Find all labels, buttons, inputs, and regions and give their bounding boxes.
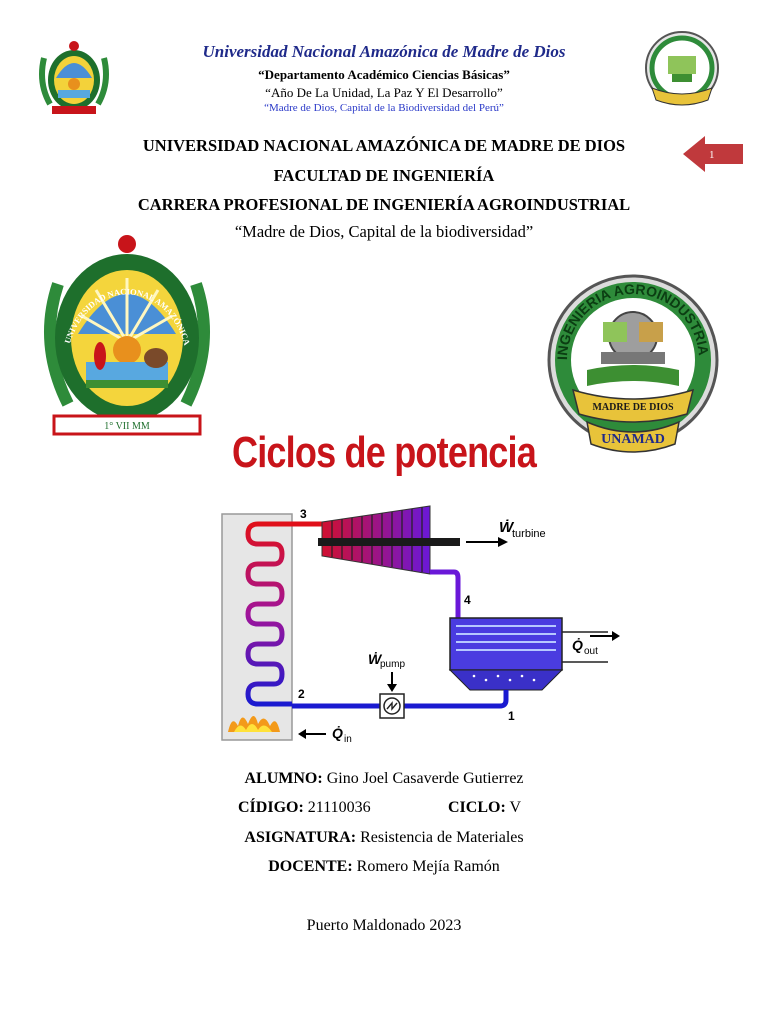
subject-label: ASIGNATURA:: [244, 829, 357, 846]
teacher-value: Romero Mejía Ramón: [356, 858, 500, 875]
student-label: ALUMNO:: [244, 770, 323, 787]
university-logo-small: [39, 41, 109, 114]
svg-text:Ẇ: Ẇ: [368, 651, 383, 667]
state-4-label: 4: [464, 593, 471, 607]
header-year-motto: “Año De La Unidad, La Paz Y El Desarroll…: [265, 85, 503, 100]
title-motto: “Madre de Dios, Capital de la biodiversi…: [234, 222, 534, 241]
q-in-label: in: [344, 734, 352, 745]
student-name: Gino Joel Casaverde Gutierrez: [326, 770, 524, 787]
state-1-label: 1: [508, 709, 515, 723]
main-title: Ciclos de potencia: [231, 428, 537, 477]
work-out-arrow-icon: [498, 537, 508, 547]
title-career: CARRERA PROFESIONAL DE INGENIERÍA AGROIN…: [137, 195, 631, 214]
rankine-cycle-diagram: Ẇ turbine Q̇ out Ẇ pump Q̇ in 3 4 2 1: [221, 505, 620, 745]
place-year: Puerto Maldonado 2023: [306, 917, 462, 934]
agroindustrial-logo-small: [645, 31, 719, 106]
subject-value: Resistencia de Materiales: [360, 829, 524, 846]
cycle-line: CICLO: V: [448, 799, 521, 817]
turbine-shaft: [318, 538, 460, 546]
university-seal: UNIVERSIDAD NACIONAL AMAZÓNICA DE MADRE …: [38, 234, 210, 436]
heat-in-arrow-icon: [298, 729, 306, 739]
heat-out-arrow-icon: [612, 631, 620, 641]
state-2-label: 2: [298, 687, 305, 701]
code-line: CÍDIGO: 21110036: [238, 799, 371, 817]
teacher-label: DOCENTE:: [268, 858, 353, 875]
seal-left-ribbon: 1° VII MM: [104, 421, 150, 432]
student-line: ALUMNO: Gino Joel Casaverde Gutierrez: [0, 770, 768, 788]
w-pump-label: pump: [380, 659, 405, 670]
svg-text:Ẇ: Ẇ: [499, 519, 515, 536]
boiler-coil: [245, 521, 292, 707]
state-3-label: 3: [300, 507, 307, 521]
teacher-line: DOCENTE: Romero Mejía Ramón: [0, 858, 768, 876]
page-number-badge: 1: [683, 136, 743, 172]
svg-text:Q̇: Q̇: [572, 637, 583, 653]
header-university: Universidad Nacional Amazónica de Madre …: [202, 42, 566, 61]
code-value: 21110036: [307, 799, 371, 816]
cycle-value: V: [509, 799, 522, 816]
title-faculty: FACULTAD DE INGENIERÍA: [273, 166, 495, 185]
header-department: “Departamento Académico Ciencias Básicas…: [258, 67, 510, 82]
work-in-arrow-icon: [387, 684, 397, 692]
subject-line: ASIGNATURA: Resistencia de Materiales: [0, 829, 768, 847]
seal-right-ribbon: UNAMAD: [601, 432, 665, 447]
pump-icon: [386, 701, 398, 711]
title-university: UNIVERSIDAD NACIONAL AMAZÓNICA DE MADRE …: [142, 136, 626, 155]
header-region-motto: “Madre de Dios, Capital de la Biodiversi…: [264, 102, 504, 114]
q-out-label: out: [584, 646, 598, 657]
seal-right-banner: MADRE DE DIOS: [592, 402, 674, 413]
code-label: CÍDIGO:: [238, 799, 304, 816]
svg-text:Q̇: Q̇: [332, 725, 343, 741]
cycle-label: CICLO:: [448, 799, 506, 816]
agroindustrial-seal: INGENIERIA AGROINDUSTRIAL MADRE DE DIOS …: [537, 270, 719, 453]
w-turbine-label: turbine: [512, 528, 546, 540]
page-number: 1: [709, 149, 715, 161]
